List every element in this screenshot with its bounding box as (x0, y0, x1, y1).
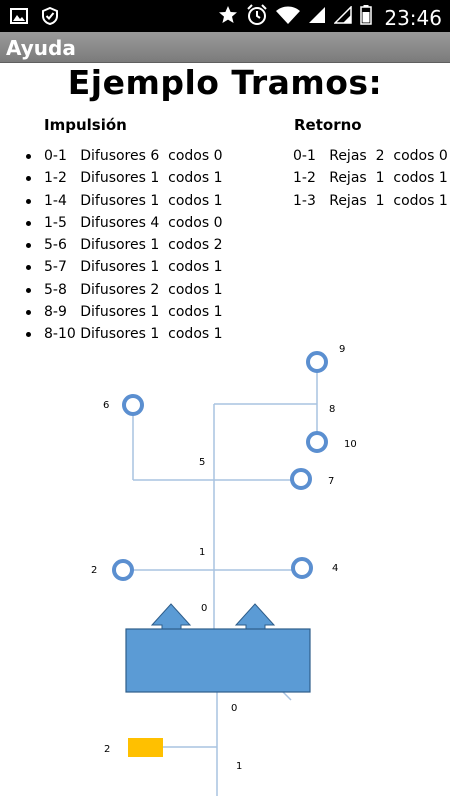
action-bar: Ayuda (0, 32, 450, 63)
clock-time: 23:46 (384, 5, 442, 30)
air-unit (125, 603, 311, 693)
list-item: 5-7 Difusores 1 codos 1 (26, 256, 223, 278)
duct-lines (123, 364, 318, 796)
signal-icon (333, 5, 353, 29)
node-label: 9 (339, 344, 345, 355)
image-notification-icon (10, 8, 28, 29)
node-label: 5 (199, 457, 205, 468)
alarm-icon (246, 4, 268, 31)
node-label: 2 (104, 744, 110, 755)
list-item: 1-2 Difusores 1 codos 1 (26, 167, 223, 189)
node-label: 10 (344, 439, 357, 450)
diffusers (112, 351, 328, 581)
example-heading: Ejemplo Tramos: (67, 63, 383, 102)
diffuser-10 (306, 431, 328, 453)
signal-icon (308, 6, 326, 29)
node-label: 1 (199, 547, 205, 558)
list-item: 1-4 Difusores 1 codos 1 (26, 190, 223, 212)
list-item: 8-10 Difusores 1 codos 1 (26, 323, 223, 345)
list-item: 0-1 Difusores 6 codos 0 (26, 145, 223, 167)
impulsion-list: 0-1 Difusores 6 codos 0 1-2 Difusores 1 … (26, 145, 223, 346)
list-item: 1-5 Difusores 4 codos 0 (26, 212, 223, 234)
node-label: 0 (201, 603, 207, 614)
impulsion-title: Impulsión (44, 116, 127, 134)
node-label: 6 (103, 400, 109, 411)
node-label: 1 (236, 761, 242, 772)
node-label: 2 (91, 565, 97, 576)
retorno-title: Retorno (294, 116, 362, 134)
diffuser-2 (112, 559, 134, 581)
return-grille (128, 738, 163, 757)
duct-diagram: 9 6 8 10 5 7 1 2 4 0 0 2 1 (91, 344, 357, 796)
diffuser-9 (306, 351, 328, 373)
list-item: 1-3 Rejas 1 codos 1 (293, 192, 448, 209)
node-label: 7 (328, 476, 334, 487)
status-bar: 23:46 (0, 0, 450, 32)
node-labels: 9 6 8 10 5 7 1 2 4 0 0 2 1 (91, 344, 357, 772)
list-item: 0-1 Rejas 2 codos 0 (293, 148, 448, 164)
air-handler-box (125, 628, 311, 693)
list-item: 5-8 Difusores 2 codos 1 (26, 279, 223, 301)
list-item: 8-9 Difusores 1 codos 1 (26, 301, 223, 323)
page-title: Ayuda (6, 36, 76, 60)
retorno-list: 0-1 Rejas 2 codos 0 1-2 Rejas 1 codos 1 … (293, 145, 448, 212)
star-icon (218, 5, 238, 30)
list-item: 5-6 Difusores 1 codos 2 (26, 234, 223, 256)
list-item: 1-2 Rejas 1 codos 1 (293, 170, 448, 187)
wifi-icon (276, 6, 301, 29)
shield-check-icon (42, 6, 58, 30)
help-content: Ejemplo Tramos: Impulsión Retorno 0-1 Di… (0, 63, 450, 800)
node-label: 4 (332, 563, 338, 574)
node-label: 0 (231, 703, 237, 714)
diffuser-7 (290, 468, 312, 490)
battery-icon (360, 5, 373, 30)
diffuser-6 (122, 394, 144, 416)
diffuser-4 (291, 557, 313, 579)
node-label: 8 (329, 404, 335, 415)
